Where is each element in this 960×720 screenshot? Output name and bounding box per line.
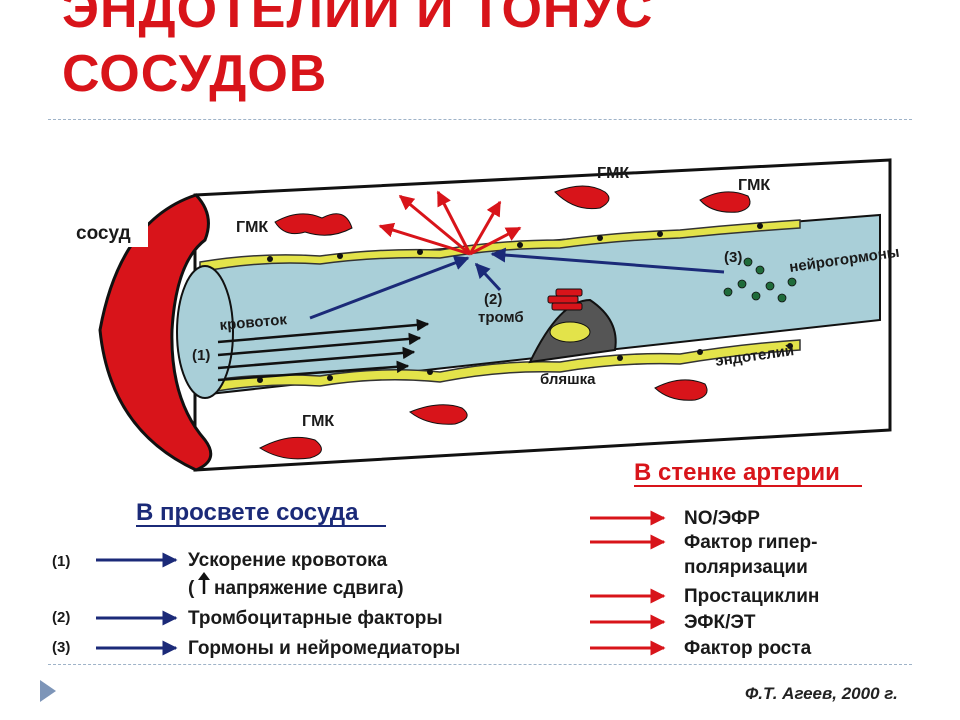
title-divider bbox=[48, 119, 912, 120]
slide-title: ЭНДОТЕЛИЙ И ТОНУС СОСУДОВ bbox=[62, 0, 922, 106]
smc-label: ГМК bbox=[597, 165, 629, 182]
arrow-up-icon bbox=[198, 572, 210, 594]
footer-divider bbox=[48, 664, 912, 665]
next-slide-icon[interactable] bbox=[40, 680, 56, 702]
legend-lumen-item-1-line2-pre: ( bbox=[188, 578, 195, 599]
legend-lumen-heading: В просвете сосуда bbox=[136, 499, 359, 526]
smc-cell bbox=[699, 191, 751, 213]
endothelium-top bbox=[199, 219, 801, 273]
vessel-label-box: сосуд bbox=[70, 213, 148, 247]
smc-label: ГМК bbox=[302, 413, 334, 430]
smc-cell bbox=[654, 379, 708, 401]
marker-2-label: (2) bbox=[484, 291, 502, 308]
title-line-2: СОСУДОВ bbox=[62, 45, 328, 103]
cross-section-lumen bbox=[176, 265, 234, 399]
title-line-1: ЭНДОТЕЛИЙ И ТОНУС bbox=[62, 0, 654, 39]
smc-cells bbox=[259, 185, 751, 460]
legend-lumen-item-3: Гормоны и нейромедиаторы bbox=[188, 638, 460, 659]
smc-cell bbox=[274, 213, 353, 236]
legend-wall-item-1: NO/ЭФР bbox=[684, 508, 760, 529]
legend-lumen-marker-1: (1) bbox=[52, 553, 70, 570]
legend-wall-item-4: ЭФК/ЭТ bbox=[684, 612, 756, 633]
legend-wall-item-2-line2: поляризации bbox=[684, 557, 808, 578]
plaque-core bbox=[549, 321, 591, 343]
vessel-cross-section bbox=[98, 193, 213, 472]
legend-wall-heading: В стенке артерии bbox=[634, 459, 840, 486]
legend-lumen-marker-2: (2) bbox=[52, 609, 70, 626]
thrombus bbox=[547, 288, 583, 311]
legend-wall-item-2-line1: Фактор гипер- bbox=[684, 532, 817, 553]
legend-lumen-item-1-line1: Ускорение кровотока bbox=[188, 550, 388, 571]
legend-lumen-item-1-line2: напряжение сдвига) bbox=[214, 578, 404, 599]
smc-cell bbox=[554, 185, 610, 210]
plaque-label: бляшка bbox=[540, 371, 596, 388]
legend-lumen-marker-3: (3) bbox=[52, 639, 70, 656]
legend-wall-item-5: Фактор роста bbox=[684, 638, 812, 659]
marker-3-label: (3) bbox=[724, 249, 742, 266]
smc-cell bbox=[259, 436, 322, 460]
legend-wall-item-3: Простациклин bbox=[684, 586, 819, 607]
neurohormone-particles bbox=[723, 257, 797, 303]
smc-cell bbox=[409, 404, 468, 425]
smc-label: ГМК bbox=[738, 177, 770, 194]
vessel-label: сосуд bbox=[76, 223, 131, 244]
source-credit: Ф.Т. Агеев, 2000 г. bbox=[745, 684, 898, 703]
blood-flow-label: кровоток bbox=[219, 311, 288, 334]
thrombus-label: тромб bbox=[478, 309, 524, 326]
marker-1-label: (1) bbox=[192, 347, 210, 364]
legend-lumen-item-2: Тромбоцитарные факторы bbox=[188, 608, 443, 629]
smc-label: ГМК bbox=[236, 219, 268, 236]
